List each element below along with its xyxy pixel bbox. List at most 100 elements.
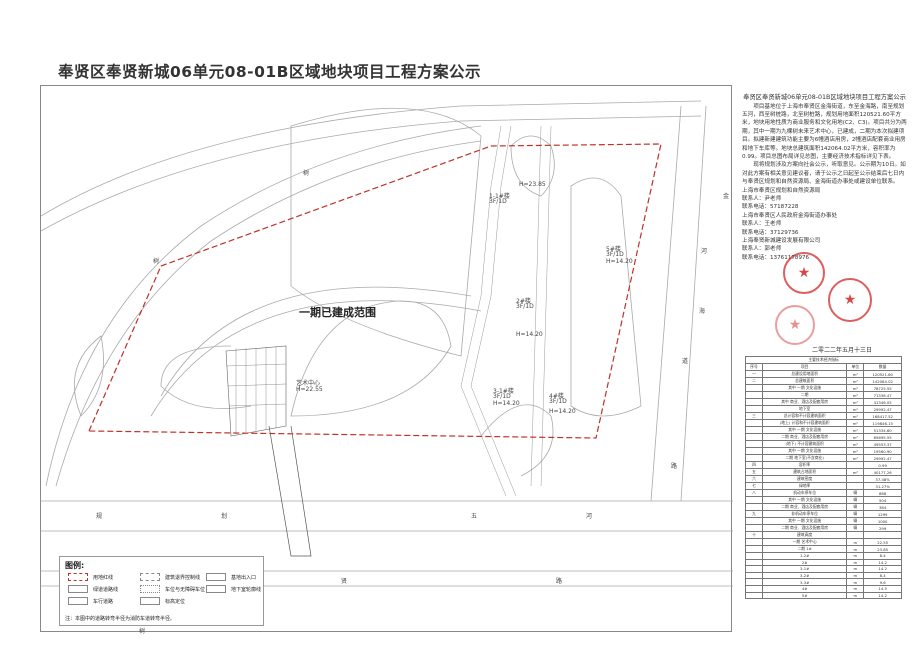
cell-value: 168417.52: [863, 412, 902, 420]
road-label: 树: [303, 170, 310, 177]
cell-index: 二: [745, 377, 763, 385]
cell-unit: m: [846, 578, 865, 586]
road-label: 规: [96, 513, 103, 520]
cell-unit: m: [846, 538, 865, 546]
art-center-height: H=22.55: [296, 386, 323, 393]
cell-value: 888: [863, 489, 902, 497]
cell-value: 65695.55: [863, 433, 902, 441]
cell-value: 29992.47: [863, 454, 902, 462]
cell-index: [745, 552, 763, 560]
building-info: 3F/1D: [606, 251, 624, 258]
legend-item: 标高定位: [140, 597, 185, 605]
contact-phone: 联系电话：13761178976: [742, 254, 810, 261]
cell-item: 总建设用地面积: [761, 370, 848, 378]
cell-index: 四: [745, 461, 763, 469]
building-label: 1-1#楼: [489, 193, 510, 200]
road-label: 树: [139, 628, 146, 635]
cell-item: 二期 地下室(不含商业): [761, 454, 848, 462]
cell-item: 3-3#: [761, 578, 848, 586]
cell-value: 51334.60: [863, 426, 902, 434]
cell-unit: 辆: [846, 517, 865, 525]
cell-unit: m: [846, 584, 865, 593]
cell-value: 14.2: [863, 558, 902, 567]
cell-value: 22.55: [863, 538, 902, 546]
cell-index: [745, 571, 763, 580]
cell-index: [745, 503, 763, 511]
cell-item: 总建筑面积: [761, 377, 848, 385]
cell-unit: m²: [846, 398, 865, 406]
road-label: 路: [556, 578, 563, 585]
cell-index: [745, 578, 763, 586]
cell-item: 5#: [761, 591, 848, 600]
cell-unit: m²: [846, 419, 865, 427]
cell-unit: m: [846, 552, 865, 560]
contact-org: 上海市奉贤区人民政府金海街道办事处: [742, 212, 838, 219]
legend-item: 用地红线: [68, 573, 113, 581]
cell-index: [745, 405, 763, 413]
building-height: H=14.20: [493, 400, 520, 407]
cell-item: 1-2#: [761, 552, 848, 560]
cell-item: 二期: [761, 391, 848, 399]
entrance-icon: [206, 573, 226, 581]
cell-index: [745, 447, 763, 455]
legend-item: 基地出入口: [206, 573, 256, 581]
cell-unit: m²: [846, 440, 865, 448]
road-label: 河: [586, 513, 593, 520]
building-label: 3-1#楼: [493, 388, 514, 395]
cell-unit: m: [846, 558, 865, 567]
legend-item: 车行道路: [68, 597, 113, 605]
cell-value: 40177.26: [863, 468, 902, 476]
cell-unit: m²: [846, 391, 865, 399]
cell-value: 0.99: [863, 461, 902, 469]
cell-unit: m²: [846, 405, 865, 413]
col-header: 数量: [863, 363, 902, 371]
cell-unit: 辆: [846, 503, 865, 511]
cell-value: 1299: [863, 510, 902, 518]
cell-value: 1000: [863, 517, 902, 525]
cell-item: 建筑高度: [761, 531, 848, 539]
cell-unit: [846, 482, 865, 490]
cell-value: 8.4: [863, 552, 902, 560]
building-label: 5#楼: [606, 246, 621, 253]
cell-item: 其中 一期 文化设施: [761, 496, 848, 504]
building-info: 3F/1D: [549, 398, 567, 405]
notice-paragraph: 项目基地位于上海市奉贤区金海街道，东至金海路，南至规划五河，西至树桩路，北至树桩…: [742, 103, 907, 160]
contact-phone: 联系电话：57187228: [742, 204, 799, 211]
cell-value: 29992.47: [863, 405, 902, 413]
cell-unit: 辆: [846, 510, 865, 518]
cell-value: 19560.90: [863, 447, 902, 455]
road-label: 五: [471, 513, 478, 520]
road-label: 海: [699, 308, 706, 315]
cell-unit: [846, 461, 865, 469]
cell-unit: 辆: [846, 496, 865, 504]
cell-unit: [846, 531, 865, 539]
cell-item: 3-1#: [761, 565, 848, 573]
cell-item: 二期 1#: [761, 545, 848, 553]
road-label: 划: [221, 513, 228, 520]
cell-index: [745, 591, 763, 600]
cell-value: 31.27%: [863, 482, 902, 490]
cell-unit: m: [846, 591, 865, 600]
cell-index: [745, 391, 763, 399]
cell-index: [745, 584, 763, 593]
notice-paragraph: 现将规划涉及方案向社会公示，听取意见。公示期为10日。如对此方案有相关意见建议者…: [742, 162, 906, 186]
site-plan-drawing: [41, 100, 733, 587]
cell-item: 其中 一期 文化设施: [761, 426, 848, 434]
cell-index: 一: [745, 370, 763, 378]
cell-index: [745, 558, 763, 567]
cell-value: 78725.55: [863, 384, 902, 392]
cell-item: 3-2#: [761, 571, 848, 580]
cell-unit: m²: [846, 370, 865, 378]
table-row: 十建筑高度: [745, 531, 902, 539]
